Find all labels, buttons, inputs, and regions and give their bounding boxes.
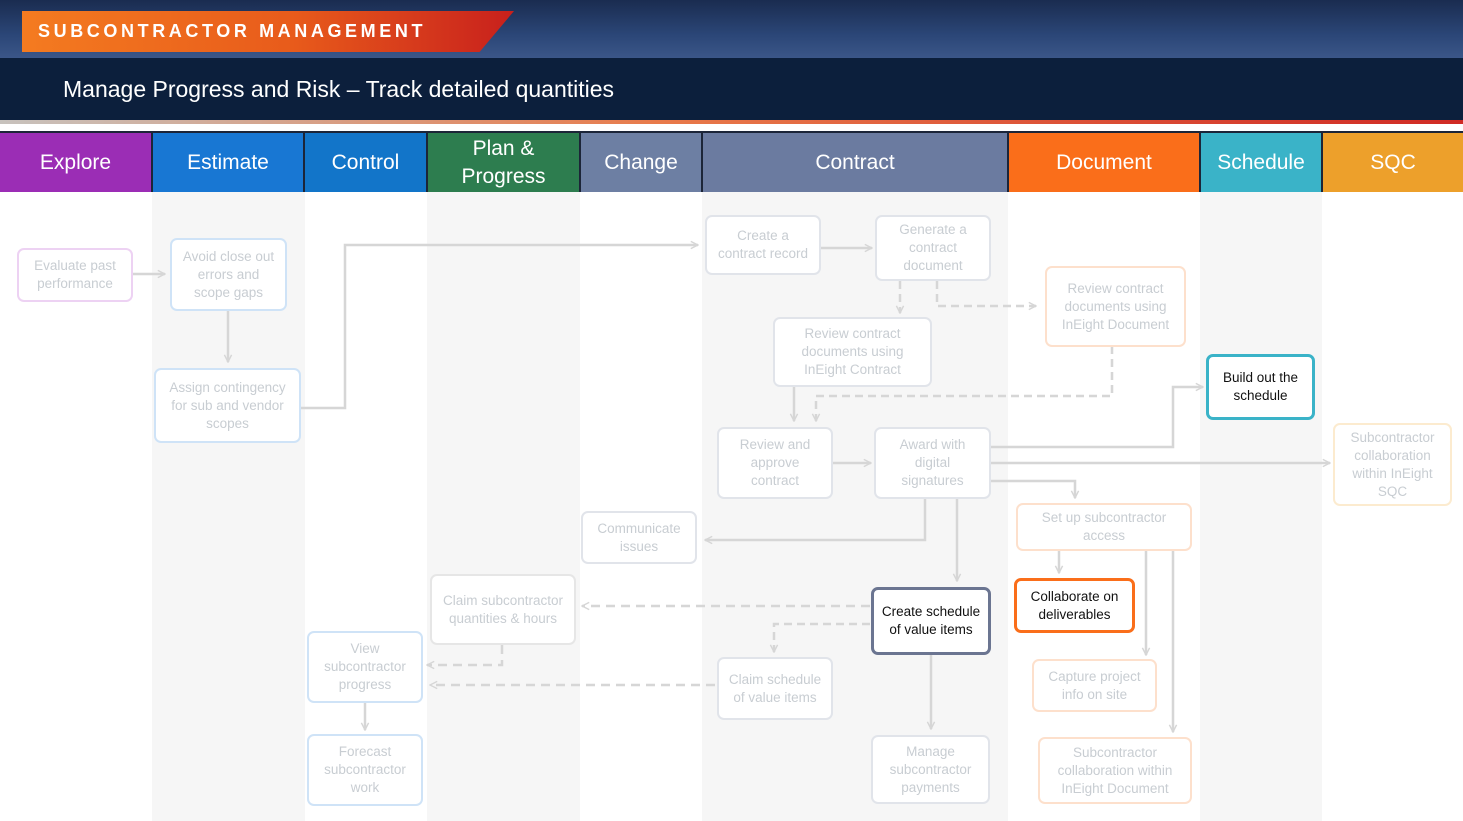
lane-header-estimate[interactable]: Estimate bbox=[153, 131, 305, 192]
step-avoid-close-out-errors[interactable]: Avoid close out errors and scope gaps bbox=[170, 238, 287, 311]
step-create-schedule-of-value-items[interactable]: Create schedule of value items bbox=[871, 587, 991, 655]
step-communicate-issues[interactable]: Communicate issues bbox=[581, 511, 697, 564]
step-claim-subcontractor-quantities[interactable]: Claim subcontractor quantities & hours bbox=[430, 574, 576, 645]
header-divider bbox=[0, 120, 1463, 124]
connector bbox=[990, 387, 1203, 449]
connector bbox=[427, 645, 504, 665]
connector bbox=[705, 499, 927, 540]
lane-header-document[interactable]: Document bbox=[1009, 131, 1201, 192]
step-manage-subcontractor-payments[interactable]: Manage subcontractor payments bbox=[871, 735, 990, 804]
step-capture-project-info[interactable]: Capture project info on site bbox=[1032, 659, 1157, 712]
step-subcontractor-collaboration-document[interactable]: Subcontractor collaboration within InEig… bbox=[1038, 737, 1192, 804]
step-review-contract-documents-contract[interactable]: Review contract documents using InEight … bbox=[773, 317, 932, 387]
step-subcontractor-collaboration-sqc[interactable]: Subcontractor collaboration within InEig… bbox=[1333, 423, 1452, 506]
brand-title: SUBCONTRACTOR MANAGEMENT bbox=[38, 21, 427, 41]
step-claim-schedule-of-value-items[interactable]: Claim schedule of value items bbox=[717, 657, 833, 720]
lane-header-sqc[interactable]: SQC bbox=[1323, 131, 1463, 192]
lane-bg-plan-progress bbox=[427, 192, 580, 821]
top-banner: SUBCONTRACTOR MANAGEMENT bbox=[0, 0, 1463, 58]
connector bbox=[990, 479, 1075, 498]
step-assign-contingency[interactable]: Assign contingency for sub and vendor sc… bbox=[154, 368, 301, 443]
step-review-approve-contract[interactable]: Review and approve contract bbox=[717, 427, 833, 499]
step-award-digital-signatures[interactable]: Award with digital signatures bbox=[874, 427, 991, 499]
brand-tab: SUBCONTRACTOR MANAGEMENT bbox=[22, 11, 514, 52]
step-create-contract-record[interactable]: Create a contract record bbox=[705, 215, 821, 275]
connector bbox=[774, 622, 870, 652]
lane-header-control[interactable]: Control bbox=[305, 131, 428, 192]
step-view-subcontractor-progress[interactable]: View subcontractor progress bbox=[307, 631, 423, 703]
step-forecast-subcontractor-work[interactable]: Forecast subcontractor work bbox=[307, 734, 423, 806]
subtitle-bar: Manage Progress and Risk – Track detaile… bbox=[0, 58, 1463, 120]
step-build-out-schedule[interactable]: Build out the schedule bbox=[1206, 354, 1315, 420]
lane-bg-schedule bbox=[1200, 192, 1322, 821]
connector bbox=[300, 245, 698, 410]
lane-header-schedule[interactable]: Schedule bbox=[1201, 131, 1323, 192]
page-title: Manage Progress and Risk – Track detaile… bbox=[63, 76, 615, 102]
step-review-contract-documents-document[interactable]: Review contract documents using InEight … bbox=[1045, 266, 1186, 347]
connector bbox=[935, 281, 1036, 306]
step-generate-contract-document[interactable]: Generate a contract document bbox=[875, 215, 991, 281]
step-collaborate-on-deliverables[interactable]: Collaborate on deliverables bbox=[1014, 578, 1135, 633]
connector bbox=[816, 346, 1114, 421]
step-evaluate-past-performance[interactable]: Evaluate past performance bbox=[17, 248, 133, 302]
step-set-up-subcontractor-access[interactable]: Set up subcontractor access bbox=[1016, 503, 1192, 551]
lane-header-change[interactable]: Change bbox=[581, 131, 703, 192]
lane-header-plan-progress[interactable]: Plan & Progress bbox=[428, 131, 581, 192]
lane-header-explore[interactable]: Explore bbox=[0, 131, 153, 192]
lane-header-contract[interactable]: Contract bbox=[703, 131, 1009, 192]
